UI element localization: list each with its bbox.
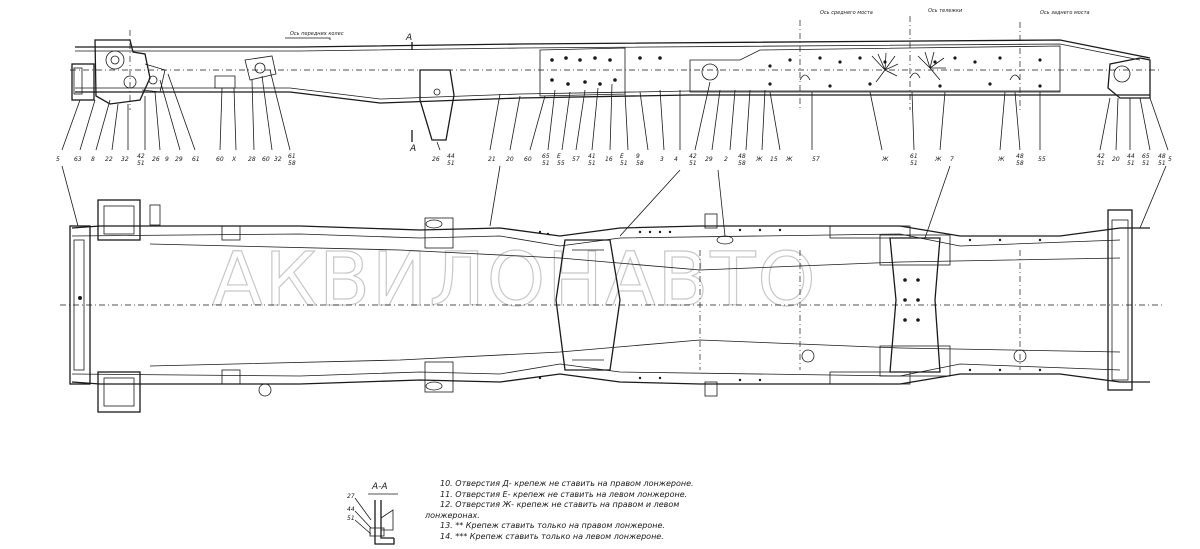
watermark-text: АКВИЛОНАВТО xyxy=(212,237,818,323)
callout: 51 xyxy=(910,160,918,167)
note-14: 14. *** Крепеж ставить только на левом л… xyxy=(440,531,664,541)
section-mark-top: А xyxy=(405,33,412,43)
callout: 58 xyxy=(288,160,296,167)
callout: 9 xyxy=(165,156,169,163)
callout: Ж xyxy=(755,156,763,163)
callout: 61 xyxy=(910,153,918,160)
callout: 48 xyxy=(1016,153,1024,160)
axis-label-bogie: Ось тележки xyxy=(928,8,963,14)
callout: 29 xyxy=(175,156,183,163)
callout: Ж xyxy=(997,156,1005,163)
callout: 9 xyxy=(636,153,640,160)
note-10: 10. Отверстия Д- крепеж не ставить на пр… xyxy=(440,479,694,488)
callout: 7 xyxy=(950,156,954,163)
plan-view xyxy=(60,165,1167,413)
callout: 51 xyxy=(542,160,550,167)
callout: 51 xyxy=(137,160,145,167)
callout: 60 xyxy=(216,156,224,163)
callout: 32 xyxy=(121,156,129,163)
callout: X xyxy=(231,156,237,163)
note-12: 12. Отверстия Ж- крепеж не ставить на пр… xyxy=(440,500,680,510)
notes-block: 10. Отверстия Д- крепеж не ставить на пр… xyxy=(425,479,725,543)
note-12-cont: лонжеронах. xyxy=(425,510,480,520)
callout: Е xyxy=(557,153,561,160)
callout: 28 xyxy=(248,156,256,163)
callout: 8 xyxy=(91,156,95,163)
callout: 44 xyxy=(1127,153,1135,160)
callout: 65 xyxy=(542,153,550,160)
callout: 51 xyxy=(620,160,628,167)
callout: 4 xyxy=(674,156,678,163)
axis-label-front-axle: Ось передних колес xyxy=(290,31,344,37)
callout: 51 xyxy=(447,160,455,167)
callout: 65 xyxy=(1142,153,1150,160)
callout: 48 xyxy=(1158,153,1166,160)
section-callout: 44 xyxy=(347,506,355,513)
callout: 57 xyxy=(812,156,820,163)
callout: 29 xyxy=(705,156,713,163)
callout: 41 xyxy=(588,153,596,160)
callout: 42 xyxy=(1097,153,1105,160)
section-callout: 51 xyxy=(347,515,355,522)
callout: 20 xyxy=(506,156,514,163)
callout: 48 xyxy=(738,153,746,160)
note-13: 13. ** Крепеж ставить только на правом л… xyxy=(440,521,665,531)
callout: 22 xyxy=(105,156,113,163)
callout: 20 xyxy=(1112,156,1120,163)
axis-label-middle-axle: Ось среднего моста xyxy=(820,10,873,16)
callout: 26 xyxy=(432,156,440,163)
callout: 51 xyxy=(1127,160,1135,167)
callout: Ж xyxy=(785,156,793,163)
callout: 5 xyxy=(56,156,60,163)
callout: 58 xyxy=(636,160,644,167)
callout: 51 xyxy=(1142,160,1150,167)
callout: 15 xyxy=(770,156,778,163)
side-view: А А Ось передних колес xyxy=(61,8,1169,154)
callout: 16 xyxy=(605,156,613,163)
axis-label-rear-axle: Ось заднего моста xyxy=(1040,10,1090,16)
section-mark-bottom: А xyxy=(409,144,416,154)
callout: 3 xyxy=(660,156,664,163)
callout: 5 xyxy=(1168,156,1172,163)
callout: Ж xyxy=(934,156,942,163)
callout: 2 xyxy=(724,156,728,163)
callout: 57 xyxy=(572,156,580,163)
note-11: 11. Отверстия Е- крепеж не ставить на ле… xyxy=(440,489,688,499)
callout: 61 xyxy=(192,156,200,163)
callout: Ж xyxy=(881,156,889,163)
callout: 21 xyxy=(488,156,496,163)
callout: 55 xyxy=(1038,156,1046,163)
callout: 58 xyxy=(738,160,746,167)
section-callout: 27 xyxy=(347,493,355,500)
callout: 32 xyxy=(274,156,282,163)
section-title: А-А xyxy=(371,482,388,492)
callout: 26 xyxy=(152,156,160,163)
callout: 58 xyxy=(1016,160,1024,167)
callout: 51 xyxy=(689,160,697,167)
callout: 51 xyxy=(1158,160,1166,167)
callout: 61 xyxy=(288,153,296,160)
callout: 51 xyxy=(1097,160,1105,167)
callout: 55 xyxy=(557,160,565,167)
callout: Е xyxy=(620,153,624,160)
callout-row-top: 5 63 8 22 32 42 51 26 9 29 61 60 X 28 60… xyxy=(56,153,1172,167)
callout: 42 xyxy=(137,153,145,160)
callout: 60 xyxy=(262,156,270,163)
callout: 42 xyxy=(689,153,697,160)
callout: 63 xyxy=(74,156,82,163)
callout: 60 xyxy=(524,156,532,163)
section-a-a: А-А 27 44 51 xyxy=(347,482,398,545)
callout: 44 xyxy=(447,153,455,160)
callout: 51 xyxy=(588,160,596,167)
